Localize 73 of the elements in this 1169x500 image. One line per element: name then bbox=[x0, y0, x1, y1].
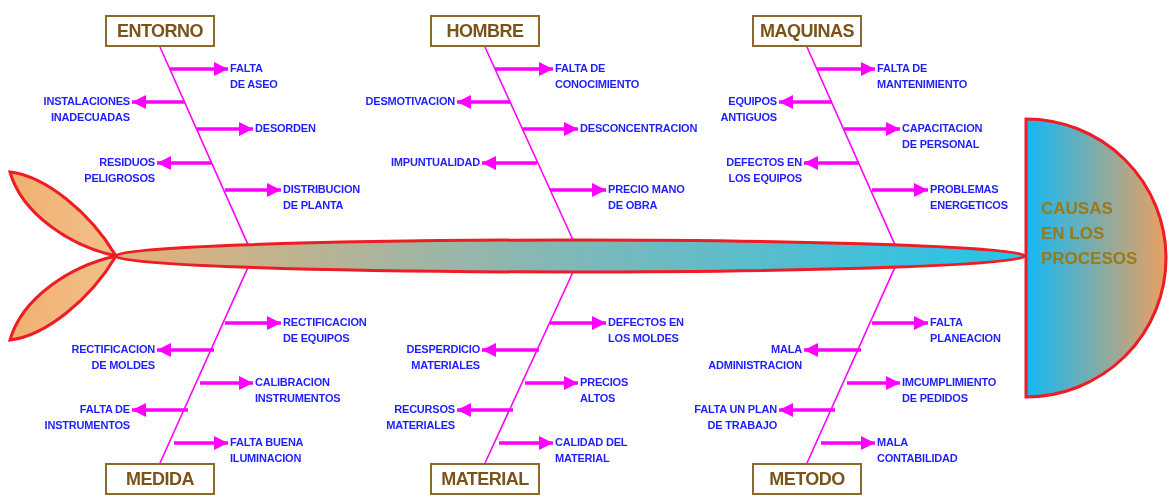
bone-line bbox=[159, 266, 249, 464]
arrow bbox=[132, 403, 188, 417]
cause-label: EQUIPOS ANTIGUOS bbox=[708, 93, 777, 125]
arrow bbox=[847, 376, 900, 390]
arrow bbox=[132, 95, 185, 109]
cause-label: IMPUNTUALIDAD bbox=[390, 154, 480, 170]
arrow bbox=[817, 62, 875, 76]
arrow bbox=[525, 376, 578, 390]
arrow bbox=[550, 316, 606, 330]
category-box: MEDIDA bbox=[105, 463, 215, 495]
cause-label: FALTA DE INSTRUMENTOS bbox=[44, 401, 130, 433]
arrow bbox=[225, 183, 281, 197]
cause-label: DESCONCENTRACION bbox=[580, 120, 698, 136]
cause-label: IMCUMPLIMIENTO DE PEDIDOS bbox=[902, 374, 1007, 406]
arrow bbox=[872, 183, 928, 197]
arrow bbox=[157, 343, 214, 357]
arrow bbox=[804, 343, 861, 357]
category-box: MATERIAL bbox=[430, 463, 540, 495]
cause-label: MALA CONTABILIDAD bbox=[877, 434, 958, 466]
arrow bbox=[170, 62, 228, 76]
cause-label: FALTA BUENA ILUMINACION bbox=[230, 434, 325, 466]
cause-label: PRECIO MANO DE OBRA bbox=[608, 181, 691, 213]
cause-label: INSTALACIONES INADECUADAS bbox=[43, 93, 130, 125]
bone-line bbox=[806, 46, 896, 246]
cause-label: DISTRIBUCION DE PLANTA bbox=[283, 181, 373, 213]
cause-label: RECTIFICACION DE MOLDES bbox=[58, 341, 155, 373]
cause-label: DESORDEN bbox=[255, 120, 316, 136]
category-box: HOMBRE bbox=[430, 15, 540, 47]
cause-label: CALIDAD DEL MATERIAL bbox=[555, 434, 638, 466]
cause-label: FALTA DE MANTENIMIENTO bbox=[877, 60, 969, 92]
arrow bbox=[779, 95, 832, 109]
arrow bbox=[872, 316, 928, 330]
arrow bbox=[482, 156, 537, 170]
arrow bbox=[499, 436, 553, 450]
arrow bbox=[804, 156, 859, 170]
cause-label: RECTIFICACION DE EQUIPOS bbox=[283, 314, 381, 346]
cause-label: RESIDUOS PELIGROSOS bbox=[72, 154, 155, 186]
cause-label: MALA ADMINISTRACION bbox=[708, 341, 802, 373]
arrow bbox=[457, 403, 513, 417]
arrow bbox=[821, 436, 875, 450]
bone-line bbox=[806, 266, 896, 464]
cause-label: PROBLEMAS ENERGETICOS bbox=[930, 181, 1026, 213]
cause-label: FALTA DE CONOCIMIENTO bbox=[555, 60, 643, 92]
arrow bbox=[457, 95, 510, 109]
arrow bbox=[157, 156, 212, 170]
arrow bbox=[197, 122, 253, 136]
category-box: ENTORNO bbox=[105, 15, 215, 47]
category-box: METODO bbox=[752, 463, 862, 495]
cause-label: DEFECTOS EN LOS EQUIPOS bbox=[704, 154, 802, 186]
bone-line bbox=[484, 46, 574, 241]
cause-label: CALIBRACION INSTRUMENTOS bbox=[255, 374, 360, 406]
cause-label: CAPACITACION DE PERSONAL bbox=[902, 120, 1005, 152]
arrow bbox=[522, 122, 578, 136]
arrow bbox=[844, 122, 900, 136]
arrow bbox=[550, 183, 606, 197]
arrow bbox=[225, 316, 281, 330]
arrow bbox=[779, 403, 835, 417]
cause-label: DESPERDICIO MATERIALES bbox=[387, 341, 480, 373]
arrow bbox=[482, 343, 539, 357]
cause-label: FALTA UN PLAN DE TRABAJO bbox=[677, 401, 777, 433]
cause-label: DEFECTOS EN LOS MOLDES bbox=[608, 314, 704, 346]
cause-label: PRECIOS ALTOS bbox=[580, 374, 635, 406]
bone-line bbox=[159, 46, 249, 246]
cause-label: FALTA DE ASEO bbox=[230, 60, 284, 92]
bone-line bbox=[484, 271, 574, 464]
cause-label: RECURSOS MATERIALES bbox=[370, 401, 455, 433]
effect-label: CAUSAS EN LOS PROCESOS bbox=[1041, 198, 1138, 270]
cause-label: DESMOTIVACION bbox=[365, 93, 455, 109]
category-box: MAQUINAS bbox=[752, 15, 862, 47]
arrow bbox=[174, 436, 228, 450]
arrow bbox=[200, 376, 253, 390]
arrow bbox=[495, 62, 553, 76]
cause-label: FALTA PLANEACION bbox=[930, 314, 1001, 346]
